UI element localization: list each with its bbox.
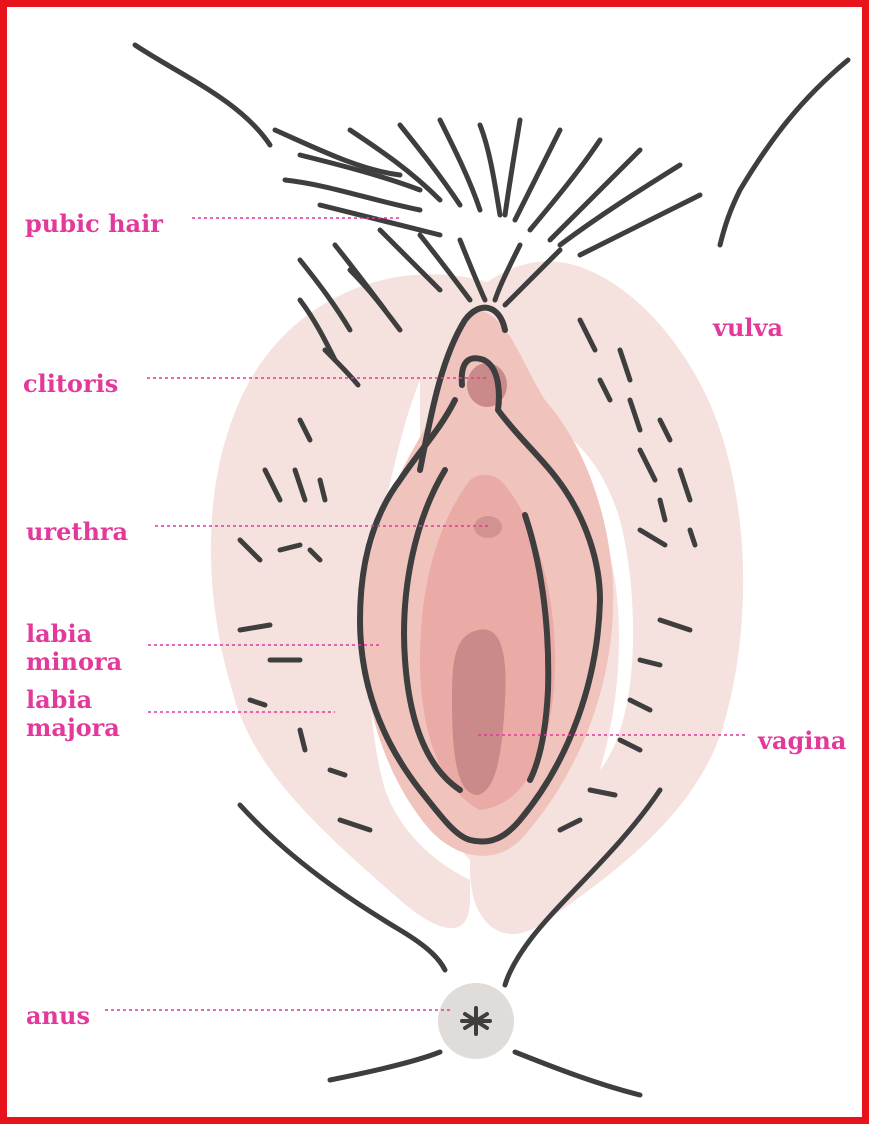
label-pubic-hair: pubic hair	[25, 210, 163, 238]
label-anus: anus	[26, 1002, 90, 1030]
label-vagina: vagina	[758, 727, 846, 755]
right-hip-line	[720, 60, 848, 245]
left-hip-line	[135, 45, 270, 145]
urethra-shape	[474, 516, 502, 538]
label-labia-minora-line1: labia	[26, 620, 92, 648]
label-labia-majora-line1: labia	[26, 686, 92, 714]
vulva-illustration	[7, 7, 862, 1117]
label-labia-minora-line2: minora	[26, 648, 122, 676]
left-buttock-line	[330, 1052, 440, 1080]
right-buttock-line	[515, 1052, 640, 1095]
label-clitoris: clitoris	[23, 370, 118, 398]
label-labia-majora-line2: majora	[26, 714, 120, 742]
label-urethra: urethra	[26, 518, 128, 546]
label-vulva: vulva	[713, 314, 783, 342]
